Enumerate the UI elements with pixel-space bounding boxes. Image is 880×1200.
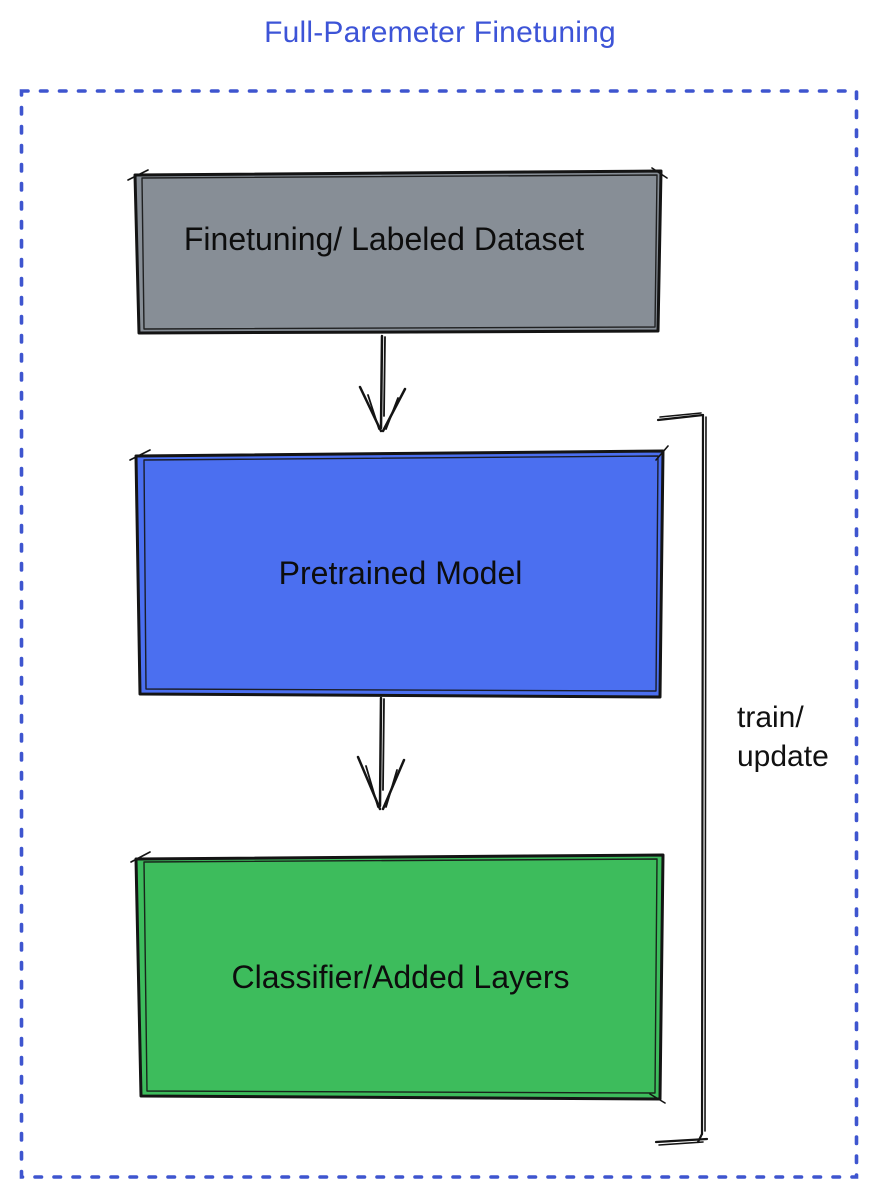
dotted-frame-border bbox=[19, 89, 859, 1179]
sketch-corner-ticks bbox=[130, 851, 666, 1104]
down-arrow-icon bbox=[356, 696, 406, 811]
diagram-title: Full-Paremeter Finetuning bbox=[264, 16, 616, 49]
sketch-inner-line bbox=[143, 455, 659, 692]
classifier-added-layers-box bbox=[130, 851, 666, 1104]
train-update-label-line1: train/ bbox=[737, 701, 804, 734]
train-update-bracket-icon bbox=[654, 412, 709, 1146]
down-arrow-icon bbox=[358, 334, 407, 433]
sketch-inner-line bbox=[141, 174, 658, 330]
sketch-corner-ticks bbox=[129, 445, 669, 461]
pretrained-model-box-shape bbox=[134, 449, 665, 699]
classifier-added-layers-box-shape bbox=[134, 853, 665, 1101]
train-update-label-line2: update bbox=[737, 740, 829, 773]
finetuning-dataset-box bbox=[127, 167, 668, 335]
sketch-inner-line bbox=[143, 858, 658, 1094]
finetuning-dataset-box-shape bbox=[133, 169, 663, 335]
sketch-corner-ticks bbox=[127, 167, 668, 181]
pretrained-model-box bbox=[129, 445, 669, 699]
train-update-label: train/ update bbox=[737, 698, 829, 776]
